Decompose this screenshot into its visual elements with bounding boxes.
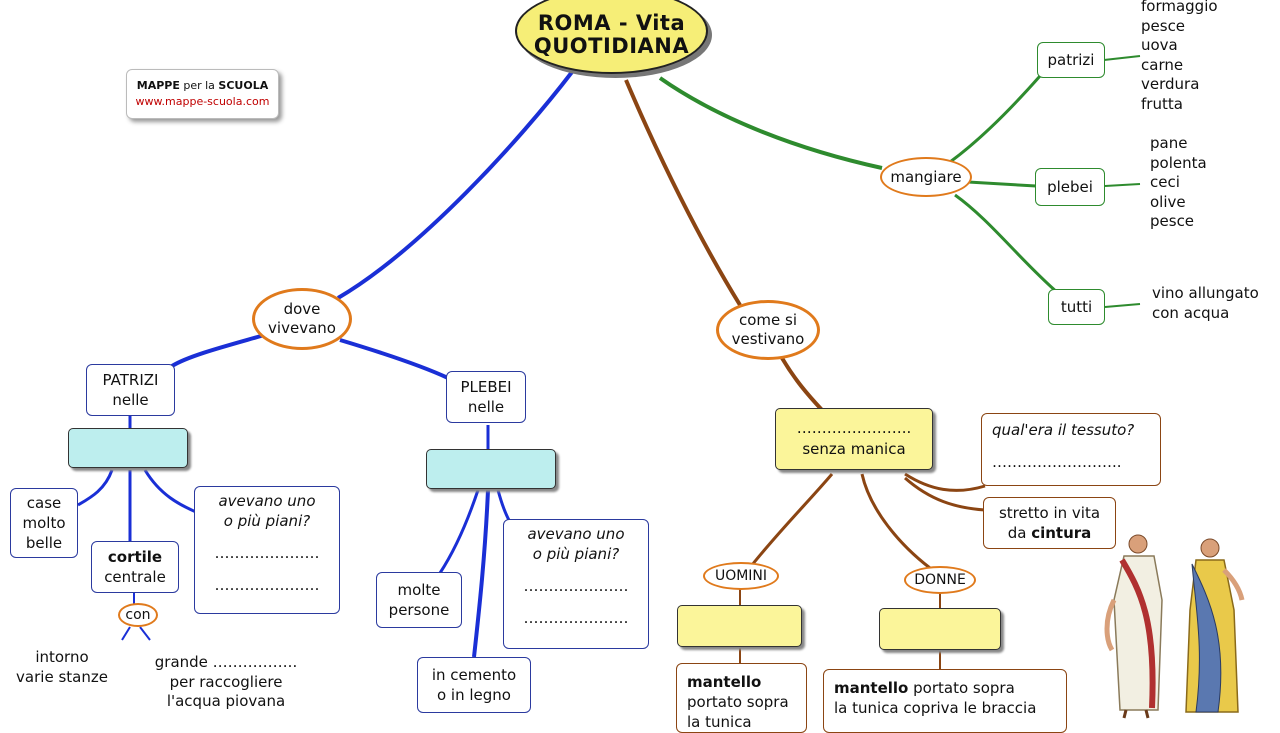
stretto-cintura: cintura — [1031, 524, 1092, 542]
line-title-vestivano — [624, 79, 742, 307]
line-tunica-uomini — [750, 473, 834, 566]
line-patrizi-list — [1103, 55, 1141, 61]
line-title-mangiare — [658, 76, 883, 170]
line-dove-plebei — [339, 338, 449, 380]
mantello-u-line1: portato sopra — [687, 693, 789, 711]
line-con-grande — [139, 626, 151, 641]
line-tunica-stretto — [904, 476, 986, 512]
piani-dots2-patrizi: ………………… — [214, 576, 320, 594]
piani-dots2-plebei: ………………… — [523, 609, 629, 627]
line-cyan-piani — [143, 469, 197, 514]
oval-uomini: UOMINI — [703, 562, 779, 590]
title-line1: ROMA - Vita — [537, 11, 686, 35]
oval-come-vestivano: come si vestivano — [716, 300, 820, 360]
line-mangiare-patrizi — [949, 75, 1042, 164]
piani-dots1-plebei: ………………… — [523, 577, 629, 595]
line-cyan-case — [77, 469, 114, 507]
line-con-intorno — [121, 626, 131, 641]
line-cyan-cemento — [472, 489, 490, 658]
list-patrizi-food: formaggio pesce uova carne verdura frutt… — [1141, 0, 1218, 113]
tunica-dots: ………………….. — [796, 419, 912, 437]
box-plebei-nelle: PLEBEI nelle — [446, 371, 526, 423]
yellow-donne-blank — [879, 608, 1001, 650]
line-plebei-list — [1104, 183, 1141, 187]
mantello-d-bold: mantello — [834, 679, 909, 697]
roman-figures-illustration — [1104, 534, 1245, 719]
logo[interactable]: MAPPE per la SCUOLA www.mappe-scuola.com — [126, 69, 279, 119]
cortile-bold: cortile — [107, 548, 163, 566]
text-grande: grande …………….. per raccogliere l'acqua p… — [154, 653, 298, 710]
box-mantello-uomini: mantello portato sopra la tunica — [676, 663, 807, 733]
oval-dove-vivevano: dove vivevano — [252, 288, 352, 350]
box-cemento-legno: in cemento o in legno — [417, 657, 531, 713]
line-tunica-tessuto — [904, 472, 986, 492]
cyan-blank-patrizi — [68, 428, 188, 468]
stretto-da: da — [1007, 524, 1032, 542]
line-cyan-molte — [438, 489, 480, 574]
yellow-uomini-blank — [677, 605, 802, 647]
oval-con: con — [118, 603, 158, 627]
yellow-tunica: ………………….. senza manica — [775, 408, 933, 470]
title-line2: QUOTIDIANA — [533, 34, 690, 58]
stretto-line1: stretto in vita — [998, 504, 1101, 522]
mantello-u-bold: mantello — [687, 673, 762, 691]
title-ellipse: ROMA - Vita QUOTIDIANA — [515, 0, 708, 74]
box-tessuto: qual'era il tessuto? …………………….. — [981, 413, 1161, 486]
tunica-text: senza manica — [802, 440, 906, 458]
mantello-d-line1: portato sopra — [908, 679, 1015, 697]
box-cortile: cortile centrale — [91, 541, 179, 593]
piani-question-plebei: avevano uno o più piani? — [527, 525, 625, 563]
piani-question-patrizi: avevano uno o più piani? — [218, 492, 316, 530]
line-tutti-list — [1104, 303, 1141, 308]
piani-dots1-patrizi: ………………… — [214, 544, 320, 562]
line-tunica-donne — [860, 473, 931, 570]
box-case-belle: case molto belle — [10, 488, 78, 558]
tessuto-question: qual'era il tessuto? — [992, 421, 1135, 439]
oval-mangiare: mangiare — [880, 157, 972, 197]
list-tutti-drink: vino allungato con acqua — [1152, 284, 1259, 322]
box-mantello-donne: mantello portato sopra la tunica copriva… — [823, 669, 1067, 733]
cortile-rest: centrale — [104, 568, 166, 586]
logo-mid: per la — [179, 79, 219, 92]
list-plebei-food: pane polenta ceci olive pesce — [1150, 134, 1207, 230]
box-stretto-vita: stretto in vita da cintura — [983, 497, 1116, 549]
box-piani-patrizi: avevano uno o più piani? ………………… ………………… — [194, 486, 340, 614]
box-piani-plebei: avevano uno o più piani? ………………… ………………… — [503, 519, 649, 649]
box-plebei-cibo: plebei — [1035, 168, 1105, 206]
tessuto-dots: …………………….. — [992, 453, 1122, 471]
cyan-blank-plebei — [426, 449, 556, 489]
line-mangiare-plebei — [967, 180, 1037, 188]
line-cyan-piani2 — [496, 489, 512, 523]
line-title-dove — [336, 70, 574, 300]
line-vestivano-tunica — [780, 356, 824, 412]
oval-donne: DONNE — [904, 566, 976, 594]
line-mangiare-tutti — [954, 193, 1059, 295]
box-molte-persone: molte persone — [376, 572, 462, 628]
mantello-d-line2: la tunica copriva le braccia — [834, 699, 1037, 717]
line-dove-patrizi — [170, 332, 269, 368]
logo-bold1: MAPPE — [136, 79, 180, 92]
box-tutti-cibo: tutti — [1048, 289, 1105, 325]
logo-bold2: SCUOLA — [218, 79, 269, 92]
box-patrizi-nelle: PATRIZI nelle — [86, 364, 175, 416]
text-intorno-stanze: intorno varie stanze — [16, 648, 108, 686]
mantello-u-line2: la tunica — [687, 713, 752, 731]
box-patrizi-cibo: patrizi — [1037, 42, 1105, 78]
logo-url: www.mappe-scuola.com — [135, 95, 270, 108]
